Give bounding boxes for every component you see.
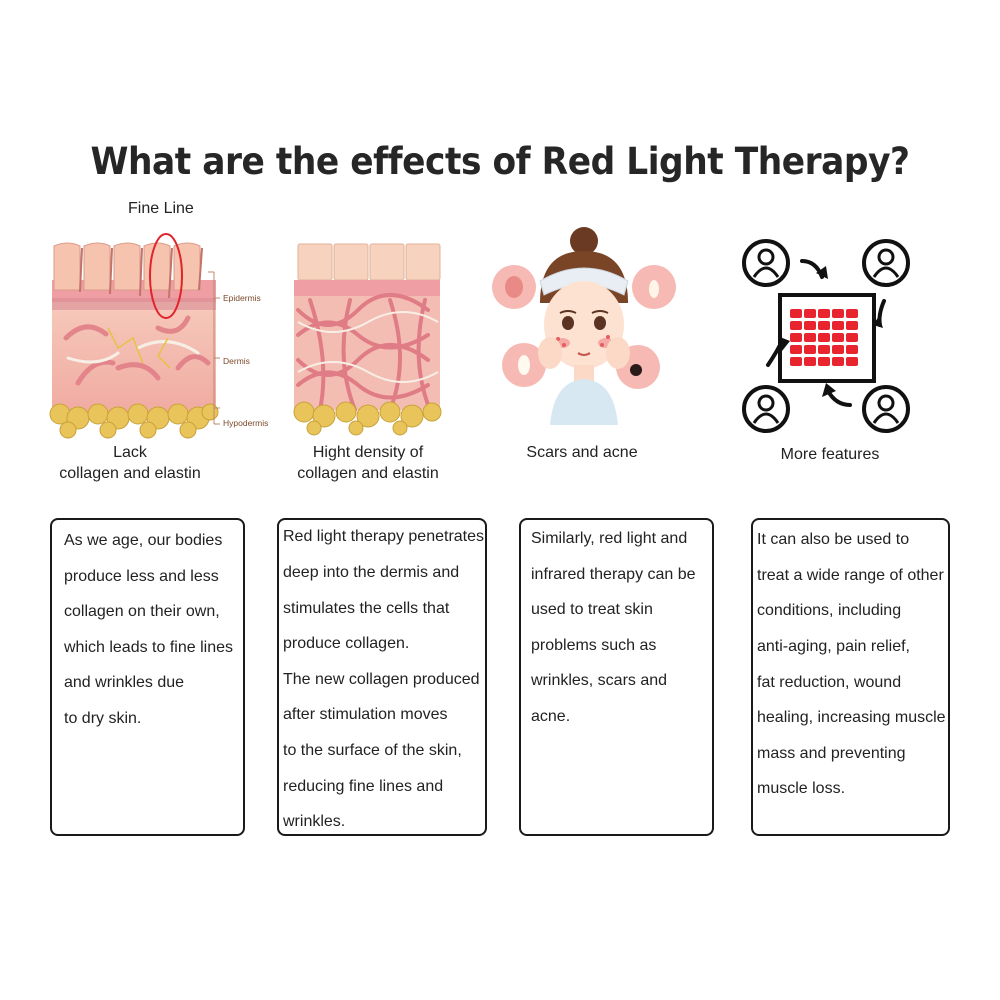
layer-label-epidermis: Epidermis bbox=[223, 293, 261, 303]
text-line: used to treat skin bbox=[531, 601, 653, 618]
text-line: wrinkles, scars and bbox=[531, 672, 668, 689]
text-line: anti-aging, pain relief, bbox=[757, 638, 910, 655]
text-line: stimulates the cells that bbox=[283, 600, 450, 617]
text-line: mass and preventing bbox=[757, 745, 906, 762]
page-title: What are the effects of Red Light Therap… bbox=[90, 140, 910, 183]
text-line: which leads to fine lines bbox=[64, 639, 233, 656]
skin-lack-collagen-illustration bbox=[49, 233, 220, 439]
text-line: It can also be used to bbox=[757, 531, 910, 548]
more-features-illustration bbox=[742, 239, 910, 433]
text-line: Similarly, red light and bbox=[531, 530, 688, 547]
fine-line-label: Fine Line bbox=[128, 200, 194, 217]
text-line: after stimulation moves bbox=[283, 706, 448, 723]
text-line: to the surface of the skin, bbox=[283, 742, 462, 759]
text-line: healing, increasing muscle bbox=[757, 709, 946, 726]
text-line: reducing fine lines and bbox=[283, 778, 444, 795]
text-line: and wrinkles due bbox=[64, 674, 185, 691]
layer-label-hypodermis: Hypodermis bbox=[223, 418, 269, 428]
text-line: infrared therapy can be bbox=[531, 566, 696, 583]
text-line: As we age, our bodies bbox=[64, 532, 223, 549]
text-line: collagen on their own, bbox=[64, 603, 220, 620]
text-line: The new collagen produced bbox=[283, 671, 480, 688]
text-line: muscle loss. bbox=[757, 780, 846, 797]
text-box-more-features: It can also be used to treat a wide rang… bbox=[751, 518, 950, 836]
text-line: conditions, including bbox=[757, 602, 902, 619]
text-line: acne. bbox=[531, 708, 571, 725]
caption-panel-1: Lack collagen and elastin bbox=[59, 444, 201, 482]
text-box-skin-problems: Similarly, red light and infrared therap… bbox=[519, 518, 714, 836]
text-box-penetration: Red light therapy penetrates deep into t… bbox=[277, 518, 487, 836]
text-line: fat reduction, wound bbox=[757, 674, 902, 691]
caption-panel-2: Hight density of collagen and elastin bbox=[297, 444, 439, 482]
caption-panel-4: More features bbox=[780, 446, 880, 463]
text-line: problems such as bbox=[531, 637, 657, 654]
caption-panel-3: Scars and acne bbox=[526, 444, 638, 461]
text-line: produce less and less bbox=[64, 568, 219, 585]
text-line: Red light therapy penetrates bbox=[283, 528, 485, 545]
skin-dense-collagen-illustration bbox=[293, 243, 442, 436]
text-line: to dry skin. bbox=[64, 710, 142, 727]
text-line: treat a wide range of other bbox=[757, 567, 944, 584]
text-line: produce collagen. bbox=[283, 635, 410, 652]
text-line: deep into the dermis and bbox=[283, 564, 460, 581]
acne-face-illustration bbox=[492, 227, 676, 425]
layer-label-dermis: Dermis bbox=[223, 356, 250, 366]
text-box-aging: As we age, our bodies produce less and l… bbox=[50, 518, 245, 836]
text-line: wrinkles. bbox=[283, 813, 346, 830]
